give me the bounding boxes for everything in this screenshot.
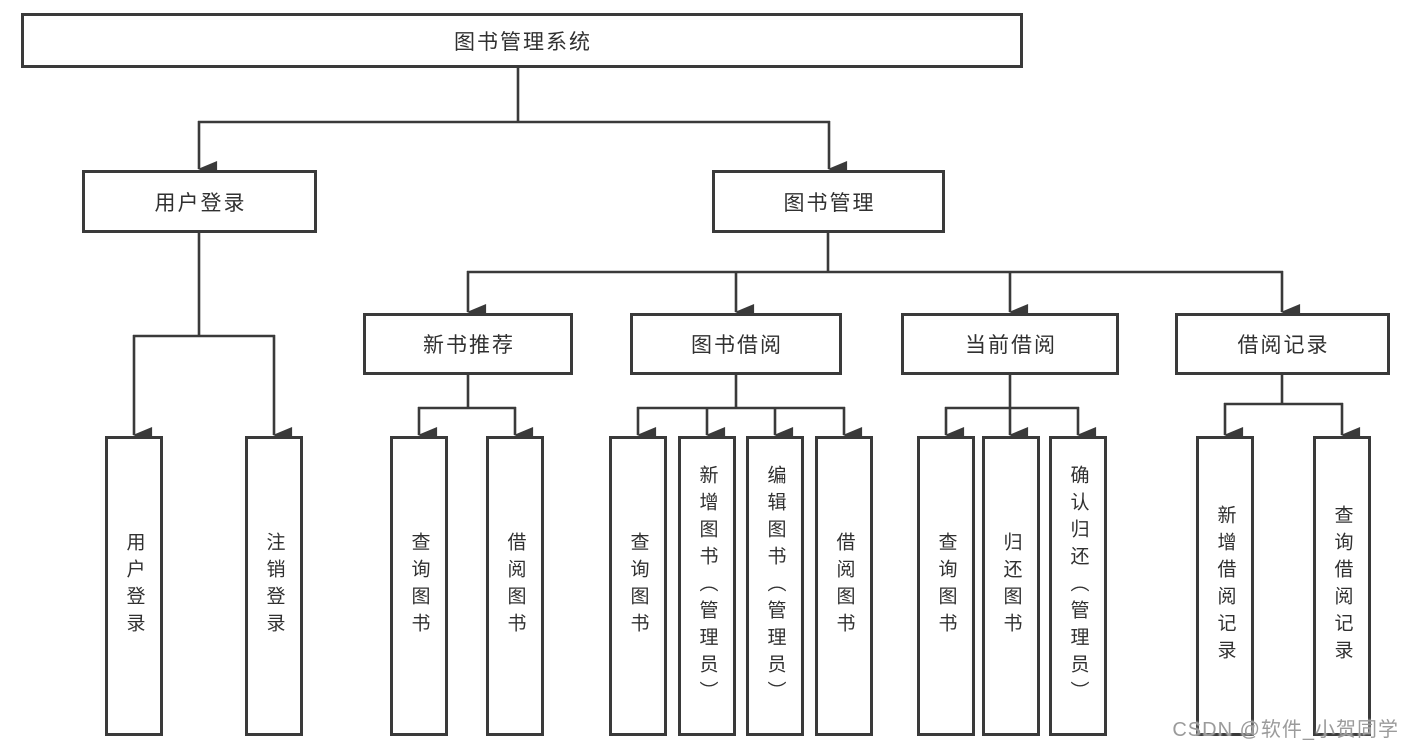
node-current-borrowing: 当前借阅: [901, 313, 1119, 375]
leaf-add-books-admin: 新增图书（管理员）: [678, 436, 736, 736]
leaf-return-books: 归还图书: [982, 436, 1040, 736]
node-label: 新增图书（管理员）: [696, 464, 718, 708]
node-label: 确认归还（管理员）: [1067, 464, 1089, 708]
node-user-login: 用户登录: [82, 170, 317, 233]
node-label: 归还图书: [1000, 532, 1022, 640]
node-label: 借阅图书: [504, 532, 526, 640]
node-book-management: 图书管理: [712, 170, 945, 233]
leaf-logout: 注销登录: [245, 436, 303, 736]
leaf-borrow-books-recommendation: 借阅图书: [486, 436, 544, 736]
node-label: 新书推荐: [423, 334, 515, 357]
leaf-user-login: 用户登录: [105, 436, 163, 736]
leaf-query-borrow-record: 查询借阅记录: [1313, 436, 1371, 736]
node-label: 借阅记录: [1237, 334, 1330, 357]
node-label: 查询图书: [408, 532, 430, 640]
node-new-book-recommendation: 新书推荐: [363, 313, 573, 375]
leaf-query-books-borrowing: 查询图书: [609, 436, 667, 736]
node-label: 当前借阅: [965, 334, 1057, 357]
leaf-edit-books-admin: 编辑图书（管理员）: [746, 436, 804, 736]
node-book-borrowing: 图书借阅: [630, 313, 842, 375]
node-label: 图书借阅: [691, 334, 783, 357]
node-label: 用户登录: [154, 191, 247, 215]
node-label: 注销登录: [263, 532, 285, 640]
leaf-confirm-return-admin: 确认归还（管理员）: [1049, 436, 1107, 736]
node-label: 查询借阅记录: [1331, 505, 1353, 667]
node-label: 图书管理系统: [454, 30, 592, 54]
csdn-watermark: CSDN @软件_小贺同学: [1172, 719, 1399, 741]
node-label: 查询图书: [627, 532, 649, 640]
node-label: 新增借阅记录: [1214, 505, 1236, 667]
node-label: 查询图书: [935, 532, 957, 640]
node-label: 编辑图书（管理员）: [764, 464, 786, 708]
node-library-management-system: 图书管理系统: [21, 13, 1023, 68]
node-label: 图书管理: [783, 191, 876, 215]
node-label: 借阅图书: [833, 532, 855, 640]
leaf-add-borrow-record: 新增借阅记录: [1196, 436, 1254, 736]
node-borrowing-records: 借阅记录: [1175, 313, 1390, 375]
leaf-borrow-books-borrowing: 借阅图书: [815, 436, 873, 736]
leaf-query-books-recommendation: 查询图书: [390, 436, 448, 736]
node-label: 用户登录: [123, 532, 145, 640]
leaf-query-books-current: 查询图书: [917, 436, 975, 736]
